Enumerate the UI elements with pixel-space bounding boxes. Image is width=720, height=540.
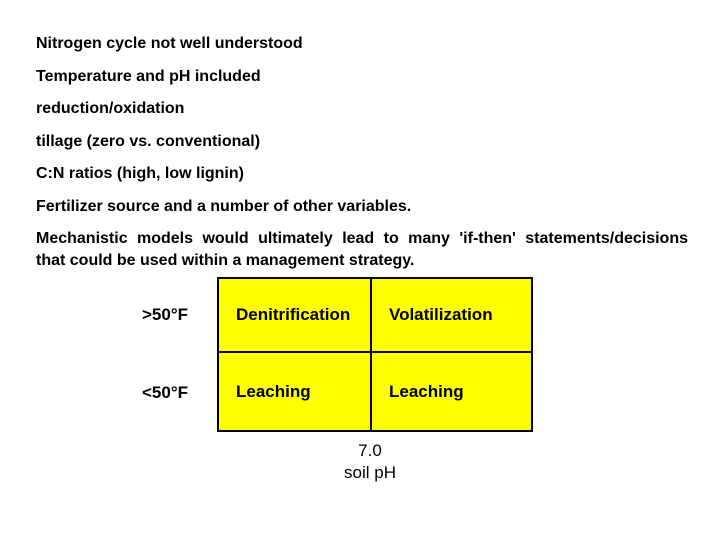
paragraph-line-1: Mechanistic models would ultimately lead…: [36, 230, 688, 247]
bullet-line-nitrogen-cycle: Nitrogen cycle not well understood: [36, 35, 303, 52]
bullet-line-reduction-oxidation: reduction/oxidation: [36, 100, 185, 117]
row-label-above-50f: >50°F: [141, 305, 189, 324]
soil-ph-caption: 7.0 soil pH: [270, 440, 470, 484]
table-cell-leaching-right: Leaching: [372, 353, 531, 430]
temperature-ph-matrix-table: Denitrification Volatilization Leaching …: [217, 277, 533, 432]
bullet-line-cn-ratios: C:N ratios (high, low lignin): [36, 165, 244, 182]
bullet-line-temperature-ph: Temperature and pH included: [36, 67, 261, 85]
bullet-line-tillage: tillage (zero vs. conventional): [36, 132, 261, 150]
mechanistic-models-paragraph: Mechanistic models would ultimately lead…: [36, 228, 688, 272]
paragraph-line-2: that could be used within a management s…: [36, 252, 415, 269]
table-cell-denitrification: Denitrification: [219, 279, 372, 353]
table-cell-volatilization: Volatilization: [372, 279, 531, 353]
row-label-below-50f: <50°F: [141, 382, 189, 402]
bullet-line-fertilizer-source: Fertilizer source and a number of other …: [36, 197, 412, 215]
table-cell-leaching-left: Leaching: [219, 353, 372, 430]
soil-ph-label: soil pH: [344, 463, 396, 482]
soil-ph-value: 7.0: [358, 441, 382, 460]
slide-text-block: Nitrogen cycle not well understood Tempe…: [36, 33, 688, 283]
